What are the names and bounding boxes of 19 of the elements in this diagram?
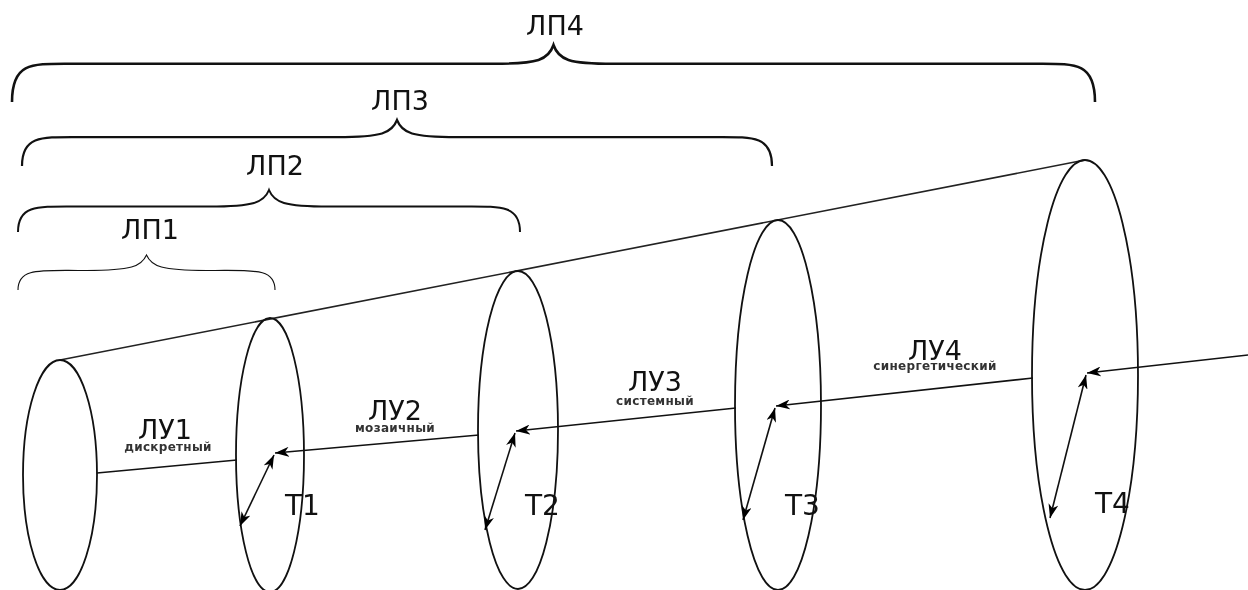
- stage-description: системный: [616, 395, 694, 407]
- level-label: ЛП1: [121, 216, 179, 243]
- stage-description: мозаичный: [355, 422, 435, 434]
- arrow: [1086, 354, 1248, 377]
- level-label: ЛП3: [371, 87, 429, 114]
- ellipse-section: [477, 270, 559, 590]
- ellipse-section: [1031, 159, 1139, 590]
- arrow: [515, 407, 737, 435]
- connector-line: [96, 459, 238, 474]
- stage-description: дискретный: [124, 441, 212, 453]
- ellipse-section: [734, 219, 822, 590]
- stage-label: ЛУ2: [368, 397, 422, 424]
- stage-label: ЛУ1: [138, 416, 192, 443]
- level-label: ЛП2: [246, 152, 304, 179]
- level-label: ЛП4: [526, 12, 584, 39]
- ellipse-section: [22, 359, 98, 590]
- stage-label: ЛУ3: [628, 368, 682, 395]
- arrow: [274, 434, 480, 457]
- arrow: [775, 377, 1034, 410]
